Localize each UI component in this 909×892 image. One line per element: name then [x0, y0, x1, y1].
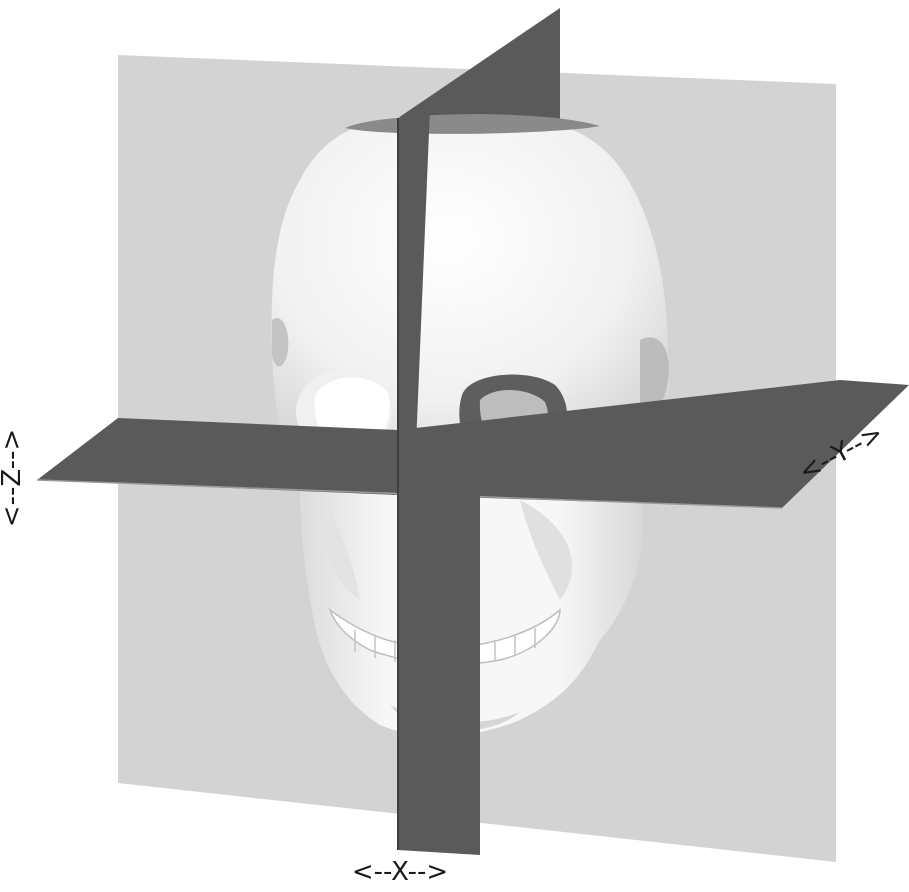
sagittal-plane — [398, 436, 480, 855]
axis-label-z: <--Z--> — [0, 429, 27, 527]
axial-plane — [37, 418, 398, 495]
axis-label-x: <--X--> — [352, 857, 448, 887]
